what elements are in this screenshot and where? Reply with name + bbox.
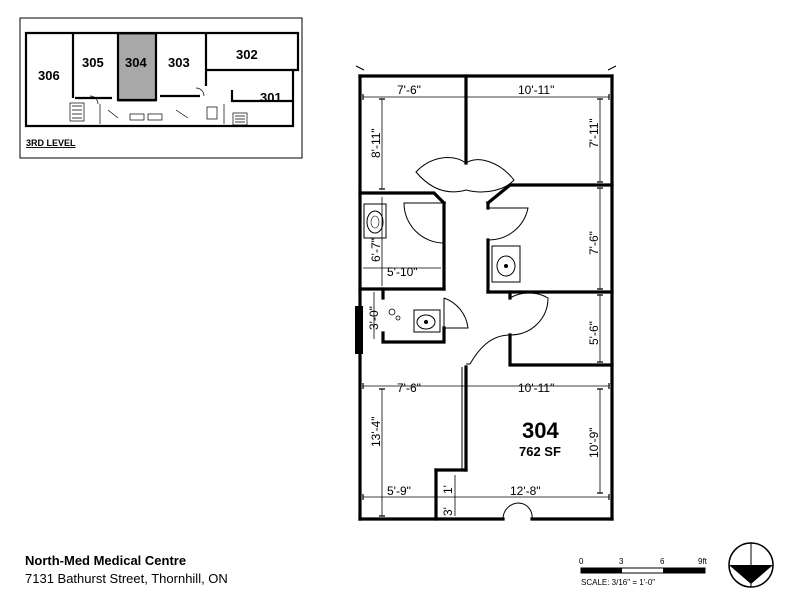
dim-bottom-left-width: 7'-6" (397, 381, 421, 395)
dim-top-left-width: 7'-6" (397, 83, 421, 97)
dim-bottom-right-width: 10'-11" (518, 381, 554, 395)
key-plan: 306 305 304 303 302 301 3RD LEVEL (19, 17, 303, 159)
key-unit-302: 302 (236, 47, 258, 62)
dim-washroom-width: 5'-10" (387, 265, 418, 279)
north-arrow-icon (728, 542, 774, 588)
unit-walls (358, 74, 614, 521)
unit-area: 762 SF (519, 444, 561, 459)
unit-304-highlight (117, 33, 157, 102)
dim-top-right-width: 10'-11" (518, 83, 554, 97)
key-unit-301: 301 (260, 90, 282, 105)
scale-tick-0: 0 (579, 557, 584, 566)
key-unit-304: 304 (125, 55, 147, 70)
dim-small-width: 1' (441, 485, 455, 494)
dim-entry-width: 12'-8" (510, 484, 541, 498)
dim-bottom-right-depth: 10'-9" (587, 427, 601, 458)
dim-small-depth: 3' (441, 507, 455, 516)
scale-tick-3: 3 (619, 557, 624, 566)
company-address: 7131 Bathurst Street, Thornhill, ON (25, 571, 228, 586)
key-unit-306: 306 (38, 68, 60, 83)
dim-top-right-depth: 7'-11" (587, 118, 601, 148)
dim-bottom-left-depth: 13'-4" (369, 416, 383, 447)
scale-tick-9: 9ft (698, 557, 708, 566)
key-unit-305: 305 (82, 55, 104, 70)
dim-right-lower-depth: 5'-6" (587, 321, 601, 345)
key-level-label: 3RD LEVEL (26, 138, 76, 148)
key-unit-303: 303 (168, 55, 190, 70)
unit-number: 304 (522, 418, 559, 443)
dim-top-left-depth: 8'-11" (369, 128, 383, 158)
dimension-labels: 7'-6" 10'-11" 8'-11" 7'-11" 7'-6" 5'-6" … (367, 83, 601, 516)
dim-closet-depth: 3'-0" (367, 306, 381, 330)
dimension-lines (362, 94, 610, 517)
scale-tick-6: 6 (660, 557, 665, 566)
fixtures (363, 203, 521, 333)
company-name: North-Med Medical Centre (25, 553, 187, 568)
dim-right-mid-depth: 7'-6" (587, 231, 601, 255)
scale-bar: 0 3 6 9ft SCALE: 3/16" = 1'-0" (579, 557, 708, 587)
dim-reception-width: 5'-9" (387, 484, 411, 498)
scale-label: SCALE: 3/16" = 1'-0" (581, 578, 655, 587)
dimension-arrows (355, 65, 617, 71)
door-swings (403, 157, 549, 520)
dim-washroom-depth: 6'-7" (369, 238, 383, 262)
column (355, 306, 363, 354)
